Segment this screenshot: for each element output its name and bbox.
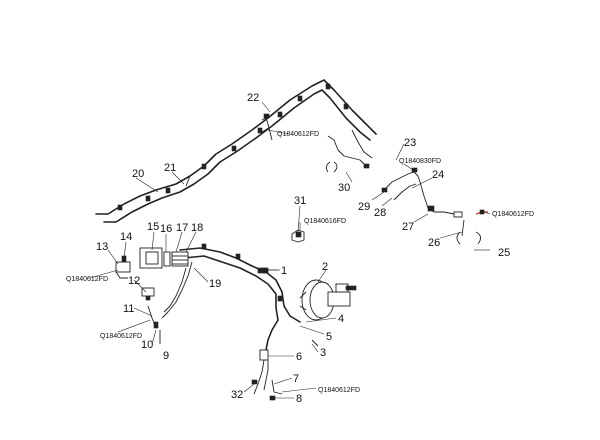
callout-10: 10 (141, 339, 153, 351)
callout-23: 23 (404, 137, 416, 149)
callout-31: 31 (294, 195, 306, 207)
callout-29: 29 (358, 201, 370, 213)
callout-17: 17 (176, 222, 188, 234)
pipe-24-27 (419, 181, 488, 218)
bolt-1 (257, 267, 278, 274)
callout-numbers: 1 2 3 4 5 6 7 8 9 10 11 12 13 14 15 16 1… (96, 92, 510, 405)
callout-15: 15 (147, 221, 159, 233)
leader-lines (89, 101, 491, 399)
clip-30 (325, 161, 338, 173)
callout-24: 24 (432, 169, 444, 181)
clip-7-8 (269, 379, 283, 401)
callout-18: 18 (191, 222, 203, 234)
callout-20: 20 (132, 168, 144, 180)
fitting-6 (251, 349, 269, 395)
brake-booster-2 (299, 279, 357, 321)
hose-22 (261, 113, 273, 141)
callout-6: 6 (296, 351, 302, 363)
callout-27: 27 (402, 221, 414, 233)
pipe-28-29 (381, 167, 421, 201)
callout-21: 21 (164, 162, 176, 174)
part-code-13: Q1840612FD (66, 276, 108, 283)
callout-9: 9 (163, 350, 169, 362)
callout-26: 26 (428, 237, 440, 249)
fitting-12 (141, 287, 155, 301)
part-code-24: Q1840612FD (492, 211, 534, 218)
callout-8: 8 (296, 393, 302, 405)
part-code-23: Q1840830FD (399, 158, 441, 165)
callout-14: 14 (120, 231, 132, 243)
part-code-labels: Q1840612FD Q1840830FD Q1840612FD Q184061… (66, 131, 534, 394)
callout-12: 12 (128, 275, 140, 287)
pipe-23 (327, 129, 373, 169)
part-code-7: Q1840612FD (318, 387, 360, 394)
callout-16: 16 (160, 223, 172, 235)
callout-28: 28 (374, 207, 386, 219)
clip-25-26 (456, 219, 481, 245)
callout-2: 2 (322, 261, 328, 273)
bracket-9-11 (147, 305, 161, 344)
part-code-22: Q1840612FD (277, 131, 319, 138)
bracket-13-14 (115, 255, 131, 279)
callout-19: 19 (209, 278, 221, 290)
callout-25: 25 (498, 247, 510, 259)
callout-3: 3 (320, 347, 326, 359)
callout-1: 1 (281, 265, 287, 277)
upper-brake-line (95, 79, 377, 223)
callout-30: 30 (338, 182, 350, 194)
part-code-10: Q1840612FD (100, 333, 142, 340)
callout-13: 13 (96, 241, 108, 253)
callout-5: 5 (326, 331, 332, 343)
callout-32: 32 (231, 389, 243, 401)
callout-22: 22 (247, 92, 259, 104)
callout-11: 11 (123, 303, 134, 315)
valve-block-15-18 (139, 247, 189, 269)
callout-7: 7 (293, 373, 299, 385)
callout-4: 4 (338, 313, 344, 325)
bolt-3 (311, 339, 319, 347)
part-code-31: Q1840616FD (304, 218, 346, 225)
